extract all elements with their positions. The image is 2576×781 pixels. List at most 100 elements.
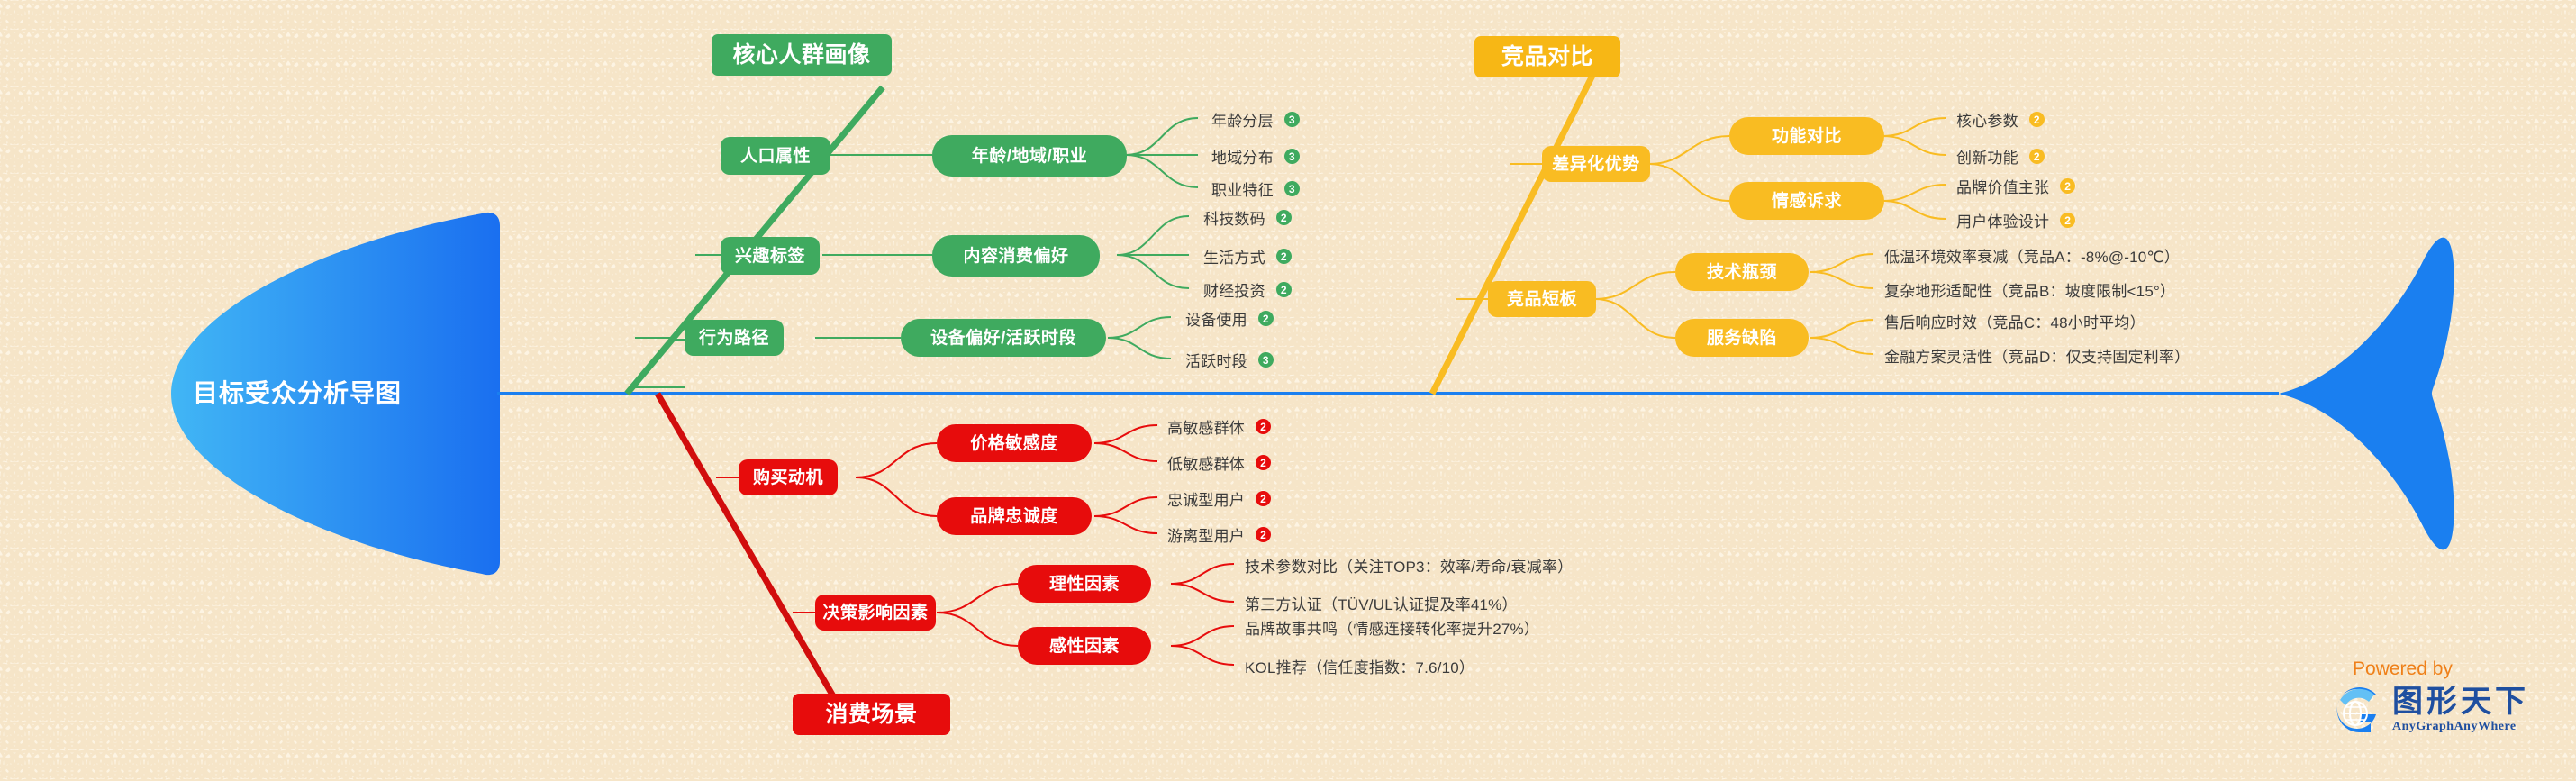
leaf-label: 核心参数 <box>1956 113 2018 130</box>
leaf-label: 活跃时段 <box>1185 353 1247 370</box>
leaf-item[interactable]: 地域分布 3 <box>1211 145 1300 168</box>
leaf-item[interactable]: KOL推荐（信任度指数：7.6/10） <box>1245 655 1474 677</box>
leaf-item[interactable]: 低温环境效率衰减（竞品A：-8%@-10℃） <box>1884 244 2180 267</box>
leaf-item[interactable]: 核心参数 2 <box>1956 108 2045 131</box>
node-emotional-appeal[interactable]: 情感诉求 <box>1729 182 1884 220</box>
leaf-label: 游离型用户 <box>1167 528 1245 545</box>
fan-green-1c <box>1125 154 1199 188</box>
count-badge: 3 <box>1283 149 1300 164</box>
leaf-item[interactable]: 技术参数对比（关注TOP3：效率/寿命/衰减率） <box>1245 554 1573 577</box>
branch-bone-red <box>654 392 846 713</box>
brand-logo-icon <box>2336 687 2376 732</box>
leaf-item[interactable]: 忠诚型用户 2 <box>1167 487 1271 510</box>
node-interest-tags[interactable]: 兴趣标签 <box>721 237 820 275</box>
fan-green-1a <box>1125 117 1199 156</box>
count-badge: 2 <box>2060 178 2076 194</box>
fan-yellow-3a <box>1810 253 1874 273</box>
count-badge: 2 <box>1275 210 1292 225</box>
link-red-2b <box>936 612 1019 647</box>
leaf-item[interactable]: 高敏感群体 2 <box>1167 415 1271 438</box>
link-yellow-1b <box>1647 163 1730 202</box>
branch-bone-yellow <box>1429 61 1602 395</box>
leaf-item[interactable]: 金融方案灵活性（竞品D：仅支持固定利率） <box>1884 344 2190 367</box>
leaf-item[interactable]: 品牌故事共鸣（情感连接转化率提升27%） <box>1245 616 1539 639</box>
leaf-label: 第三方认证（TÜV/UL认证提及率41%） <box>1245 596 1518 613</box>
leaf-item[interactable]: 财经投资 2 <box>1203 278 1292 301</box>
count-badge: 2 <box>1256 455 1271 470</box>
leaf-item[interactable]: 品牌价值主张 2 <box>1956 175 2076 197</box>
node-rational-factors[interactable]: 理性因素 <box>1018 565 1151 603</box>
count-badge: 3 <box>1283 112 1300 127</box>
diagram-title: 目标受众分析导图 <box>192 379 402 407</box>
leaf-item[interactable]: 游离型用户 2 <box>1167 523 1271 546</box>
fan-yellow-4a <box>1810 319 1874 339</box>
fan-yellow-1b <box>1882 135 1946 156</box>
link-red-1a <box>855 442 938 478</box>
fan-green-2a <box>1116 215 1190 256</box>
leaf-item[interactable]: 年龄分层 3 <box>1211 108 1300 131</box>
count-badge: 3 <box>1283 181 1300 196</box>
node-age-region-job[interactable]: 年龄/地域/职业 <box>932 135 1127 177</box>
leaf-label: 财经投资 <box>1203 283 1265 300</box>
leaf-item[interactable]: 第三方认证（TÜV/UL认证提及率41%） <box>1245 592 1518 614</box>
leaf-item[interactable]: 科技数码 2 <box>1203 206 1292 229</box>
leaf-label: 生活方式 <box>1203 250 1265 267</box>
brand-name-cn: 图形天下 <box>2392 684 2529 719</box>
node-behavior-path[interactable]: 行为路径 <box>685 320 784 356</box>
leaf-label: 设备使用 <box>1185 312 1247 329</box>
count-badge: 3 <box>1257 352 1274 368</box>
node-tech-bottleneck[interactable]: 技术瓶颈 <box>1675 253 1809 291</box>
leaf-item[interactable]: 活跃时段 3 <box>1185 349 1274 371</box>
brand-name-en: AnyGraphAnyWhere <box>2392 719 2517 733</box>
leaf-item[interactable]: 用户体验设计 2 <box>1956 209 2076 232</box>
leaf-label: 复杂地形适配性（竞品B：坡度限制<15°） <box>1884 283 2176 300</box>
fish-tail <box>2279 237 2454 550</box>
leaf-item[interactable]: 设备使用 2 <box>1185 307 1274 330</box>
fan-red-3b <box>1170 583 1235 603</box>
fan-red-1b <box>1093 442 1158 462</box>
count-badge: 2 <box>1256 491 1271 506</box>
node-emotional-factors[interactable]: 感性因素 <box>1018 627 1151 665</box>
leaf-label: KOL推荐（信任度指数：7.6/10） <box>1245 659 1475 677</box>
branch-header-competitor-compare[interactable]: 竞品对比 <box>1474 36 1620 77</box>
leaf-label: 低敏感群体 <box>1167 456 1245 473</box>
fan-red-2b <box>1093 515 1158 534</box>
leaf-label: 高敏感群体 <box>1167 420 1245 437</box>
fan-green-2c <box>1116 254 1190 289</box>
link-yellow-2b <box>1593 298 1676 339</box>
leaf-label: 职业特征 <box>1211 182 1274 199</box>
leaf-label: 地域分布 <box>1211 150 1274 167</box>
node-feature-compare[interactable]: 功能对比 <box>1729 117 1884 155</box>
node-decision-factors[interactable]: 决策影响因素 <box>815 595 936 631</box>
fan-red-3a <box>1170 563 1235 585</box>
node-content-preference[interactable]: 内容消费偏好 <box>932 235 1100 277</box>
leaf-item[interactable]: 创新功能 2 <box>1956 145 2045 168</box>
link-red-2a <box>936 583 1019 613</box>
node-brand-loyalty[interactable]: 品牌忠诚度 <box>937 497 1092 535</box>
node-device-active-time[interactable]: 设备偏好/活跃时段 <box>901 319 1106 357</box>
count-badge: 2 <box>1275 282 1292 297</box>
count-badge: 2 <box>1256 419 1271 434</box>
leaf-label: 售后响应时效（竞品C：48小时平均） <box>1884 314 2145 331</box>
count-badge: 2 <box>1257 311 1274 326</box>
fan-yellow-2a <box>1882 184 1946 202</box>
leaf-item[interactable]: 生活方式 2 <box>1203 245 1292 268</box>
leaf-item[interactable]: 售后响应时效（竞品C：48小时平均） <box>1884 310 2145 332</box>
leaf-label: 技术参数对比（关注TOP3：效率/寿命/衰减率） <box>1245 559 1574 576</box>
branch-header-core-audience[interactable]: 核心人群画像 <box>712 34 892 76</box>
leaf-item[interactable]: 复杂地形适配性（竞品B：坡度限制<15°） <box>1884 278 2175 301</box>
leaf-item[interactable]: 职业特征 3 <box>1211 177 1300 200</box>
node-price-sensitivity[interactable]: 价格敏感度 <box>937 424 1092 462</box>
leaf-item[interactable]: 低敏感群体 2 <box>1167 451 1271 474</box>
node-purchase-motivation[interactable]: 购买动机 <box>739 459 838 495</box>
count-badge: 2 <box>2028 112 2045 127</box>
node-demographics[interactable]: 人口属性 <box>721 137 830 175</box>
count-badge: 2 <box>1256 527 1271 542</box>
count-badge: 2 <box>2028 149 2045 164</box>
node-competitor-weakness[interactable]: 竞品短板 <box>1488 281 1596 317</box>
branch-header-consumption-scenario[interactable]: 消费场景 <box>793 694 950 735</box>
watermark: Powered by 图形天下 AnyGraphAnyWhere <box>2331 658 2529 738</box>
node-differentiation[interactable]: 差异化优势 <box>1542 146 1650 182</box>
node-service-defect[interactable]: 服务缺陷 <box>1675 319 1809 357</box>
